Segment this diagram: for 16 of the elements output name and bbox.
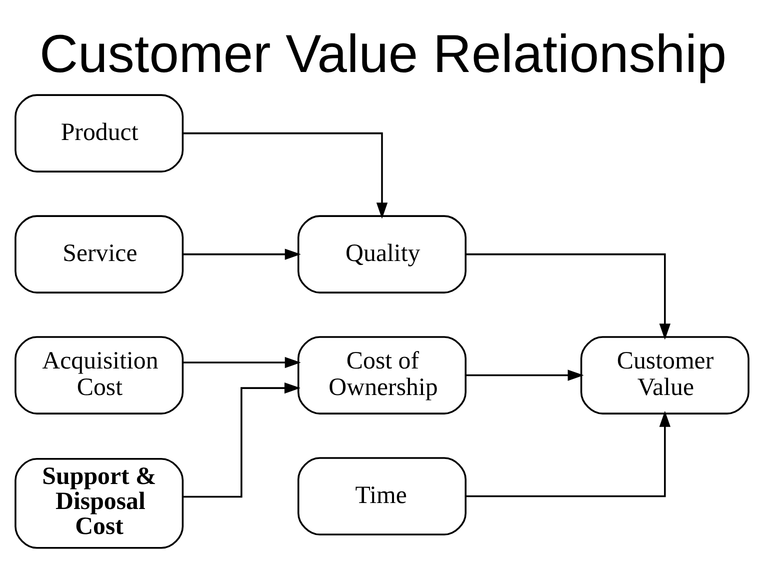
node-box: Quality xyxy=(297,215,467,294)
node-box: Support & Disposal Cost xyxy=(14,458,184,549)
arrow xyxy=(184,382,300,498)
arrow xyxy=(466,253,671,340)
diagram-title: Customer Value Relationship xyxy=(39,24,727,84)
node-box: Cost of Ownership xyxy=(297,336,467,414)
arrow xyxy=(183,248,301,260)
node-box: Product xyxy=(14,94,184,172)
node-box: Time xyxy=(297,457,467,536)
node-box: Acquisition Cost xyxy=(14,336,184,414)
node-box: Customer Value xyxy=(580,336,750,414)
arrow xyxy=(466,370,584,381)
arrow xyxy=(183,356,301,368)
arrow xyxy=(183,132,388,219)
arrow xyxy=(466,410,671,498)
node-box: Service xyxy=(14,215,184,294)
